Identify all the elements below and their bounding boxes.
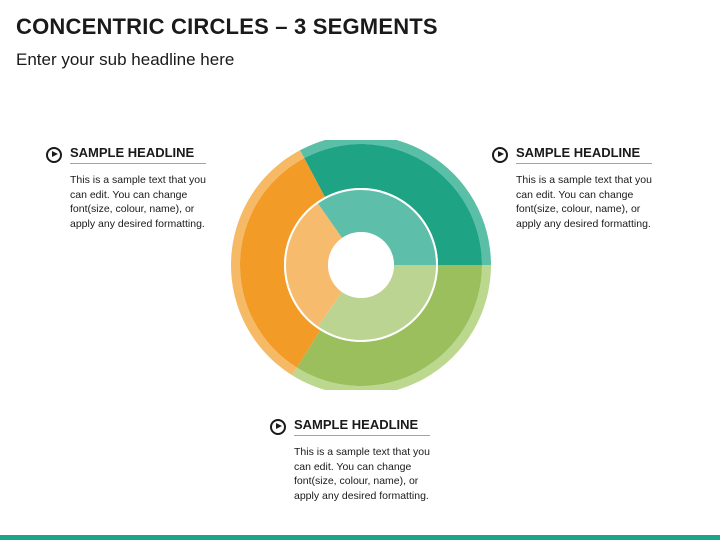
play-circle-icon xyxy=(270,418,286,435)
callout-right: SAMPLE HEADLINE This is a sample text th… xyxy=(492,145,652,231)
orange-segment-outer-ring xyxy=(240,158,325,368)
green-segment-rim xyxy=(299,140,491,265)
lime-segment-outer-ring xyxy=(296,265,482,386)
callout-right-header: SAMPLE HEADLINE xyxy=(492,145,652,164)
page-subtitle: Enter your sub headline here xyxy=(16,50,235,69)
callout-left-headline: SAMPLE HEADLINE xyxy=(70,145,206,164)
concentric-circles-diagram xyxy=(231,140,491,390)
lime-segment-rim xyxy=(292,265,491,390)
callout-bottom-body: This is a sample text that you can edit.… xyxy=(294,446,430,502)
callout-left-body: This is a sample text that you can edit.… xyxy=(70,174,206,230)
play-circle-icon xyxy=(492,146,508,163)
callout-right-headline: SAMPLE HEADLINE xyxy=(516,145,652,164)
green-segment-outer-ring xyxy=(304,144,482,265)
page-title: CONCENTRIC CIRCLES – 3 SEGMENTS xyxy=(16,14,438,39)
play-circle-icon xyxy=(46,146,62,163)
center-hole xyxy=(328,232,394,298)
footer-bar xyxy=(0,535,720,540)
callout-left: SAMPLE HEADLINE This is a sample text th… xyxy=(46,145,206,231)
callout-left-header: SAMPLE HEADLINE xyxy=(46,145,206,164)
orange-segment-rim xyxy=(231,150,305,376)
callout-bottom-header: SAMPLE HEADLINE xyxy=(270,417,430,436)
green-segment-inner-ring xyxy=(317,190,436,265)
callout-right-body: This is a sample text that you can edit.… xyxy=(516,174,652,230)
lime-segment-inner-ring xyxy=(317,265,436,340)
orange-segment-inner-ring xyxy=(285,203,343,327)
callout-bottom: SAMPLE HEADLINE This is a sample text th… xyxy=(270,417,430,503)
callout-bottom-headline: SAMPLE HEADLINE xyxy=(294,417,430,436)
